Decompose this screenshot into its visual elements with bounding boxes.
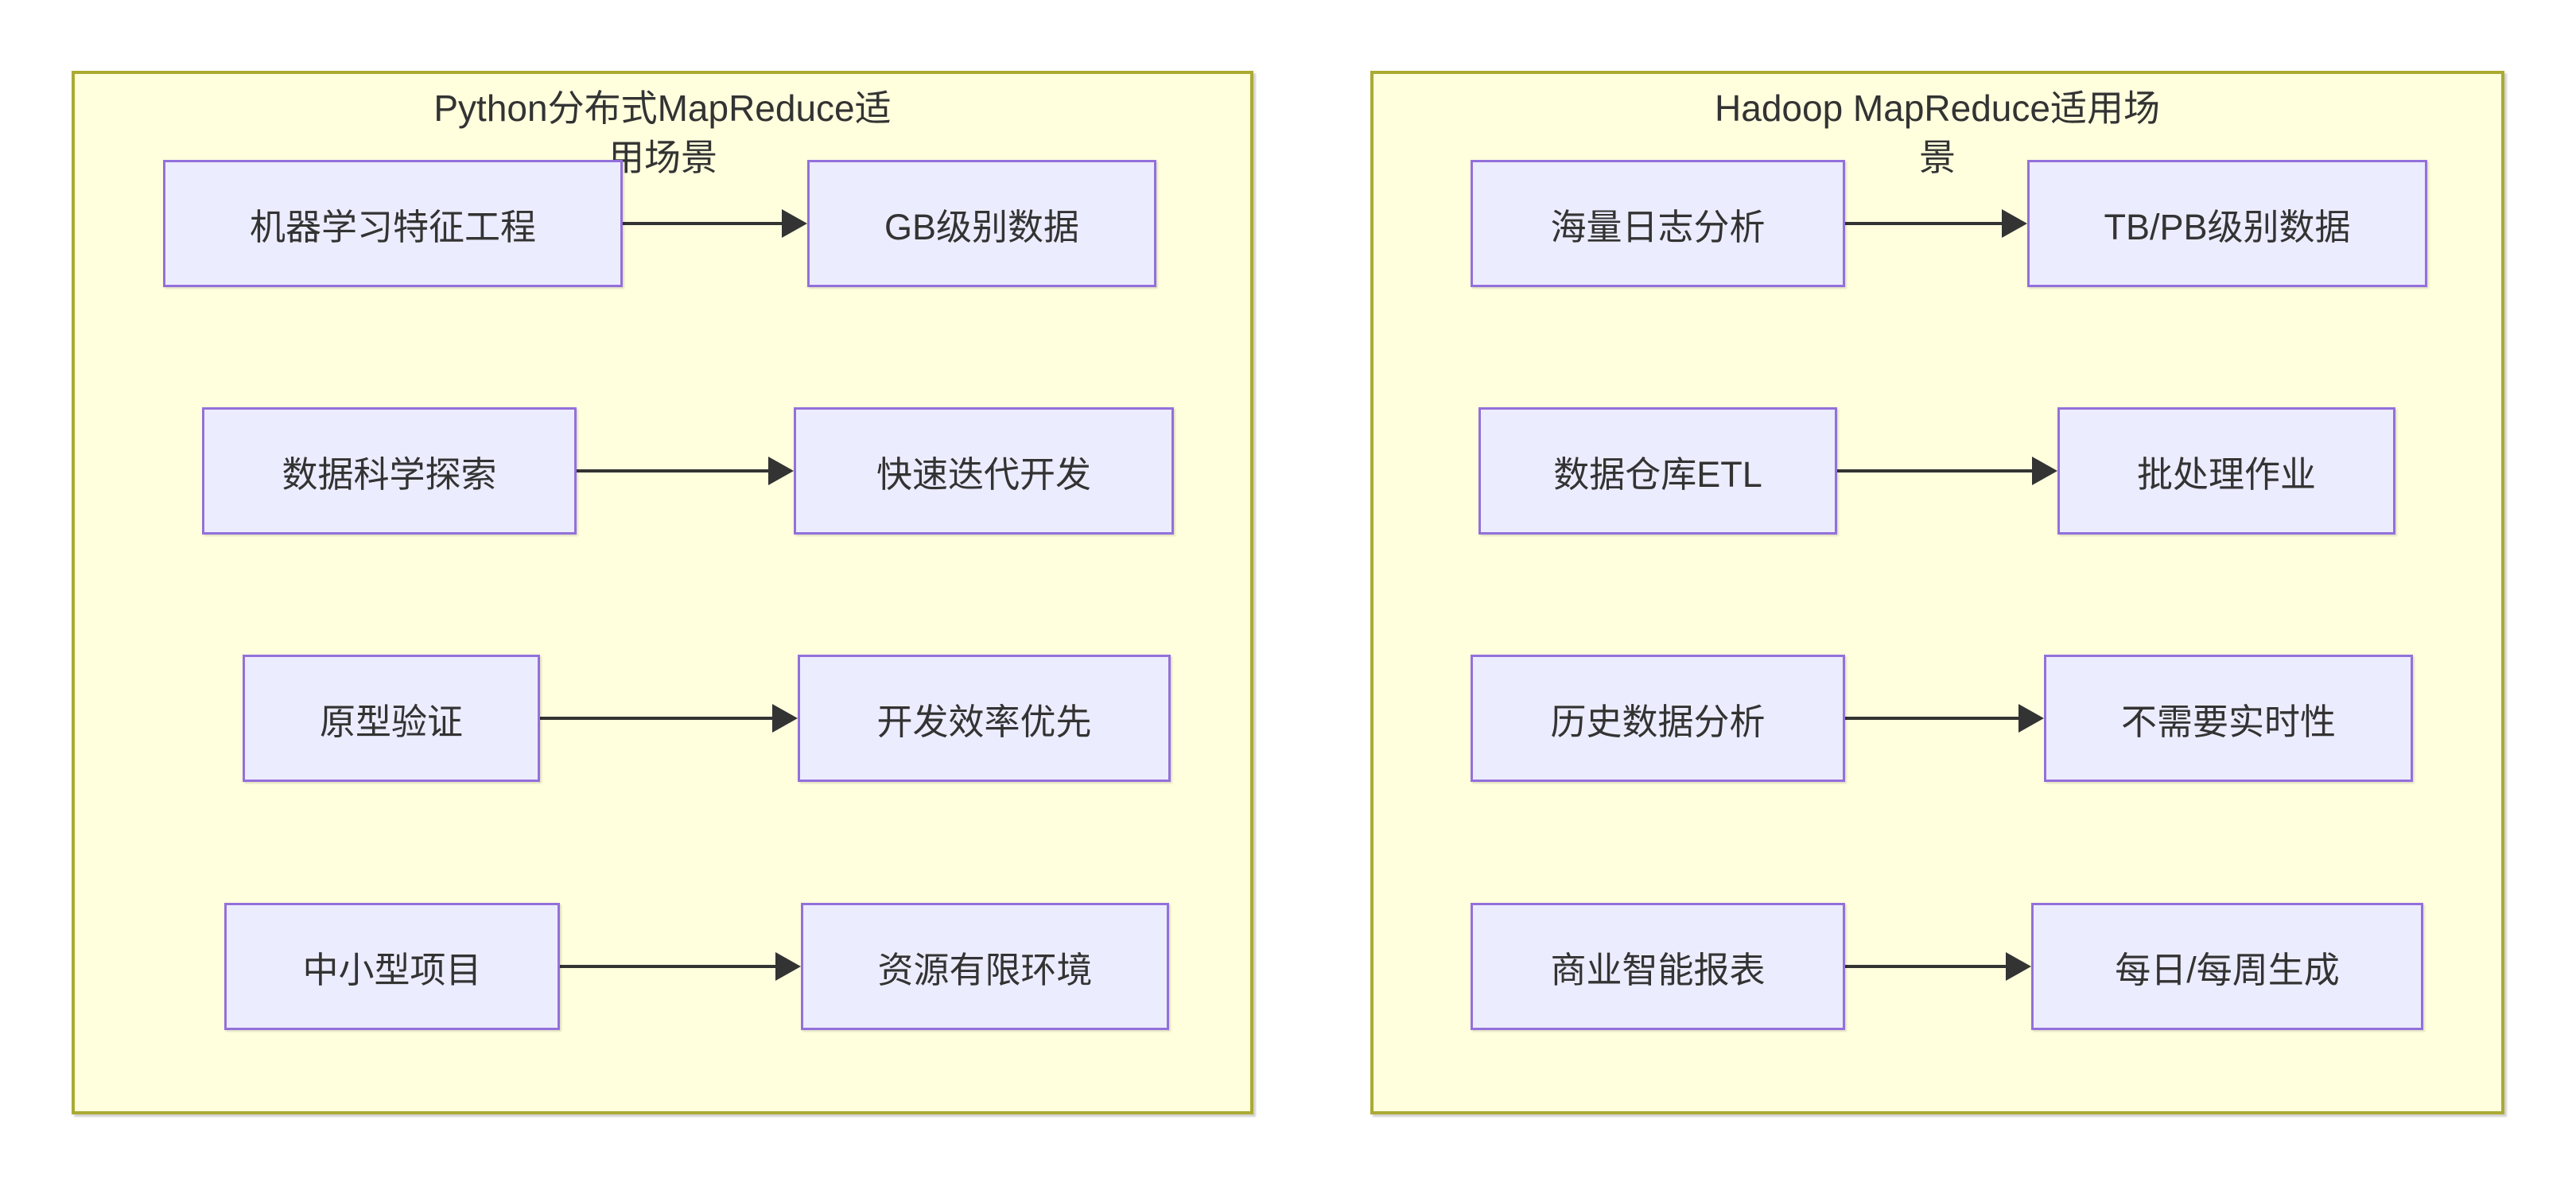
node-data-science-exploration: 数据科学探索 (202, 407, 577, 535)
arrow (623, 208, 807, 239)
node-ml-feature-engineering: 机器学习特征工程 (163, 160, 623, 287)
arrow-shaft (1845, 222, 2005, 225)
node-prototype-validation: 原型验证 (243, 655, 540, 782)
node-rapid-iteration-dev: 快速迭代开发 (794, 407, 1174, 535)
arrow-head-icon (2018, 704, 2044, 733)
node-limited-resources: 资源有限环境 (801, 903, 1169, 1030)
arrow-head-icon (2006, 952, 2031, 981)
subgraph-python-scenarios: Python分布式MapReduce适 用场景 机器学习特征工程 GB级别数据 … (72, 71, 1253, 1114)
arrow (560, 951, 801, 982)
arrow-head-icon (775, 952, 801, 981)
panel-title: Python分布式MapReduce适 用场景 (433, 87, 892, 178)
arrow-shaft (1845, 717, 2022, 720)
node-dev-efficiency-first: 开发效率优先 (798, 655, 1171, 782)
node-gb-scale-data: GB级别数据 (807, 160, 1156, 287)
arrow-head-icon (2032, 457, 2057, 485)
arrow (1845, 208, 2027, 239)
node-historical-data-analysis: 历史数据分析 (1471, 655, 1845, 782)
node-tb-pb-scale-data: TB/PB级别数据 (2027, 160, 2427, 287)
node-massive-log-analysis: 海量日志分析 (1471, 160, 1845, 287)
arrow-shaft (1837, 469, 2035, 472)
arrow-head-icon (772, 704, 798, 733)
arrow (540, 702, 798, 734)
arrow-shaft (540, 717, 775, 720)
arrow-head-icon (782, 209, 807, 238)
node-bi-reports: 商业智能报表 (1471, 903, 1845, 1030)
node-batch-jobs: 批处理作业 (2057, 407, 2395, 535)
node-data-warehouse-etl: 数据仓库ETL (1478, 407, 1837, 535)
arrow-shaft (1845, 965, 2009, 968)
node-small-medium-projects: 中小型项目 (224, 903, 560, 1030)
arrow-head-icon (2002, 209, 2027, 238)
arrow-shaft (577, 469, 771, 472)
subgraph-hadoop-scenarios: Hadoop MapReduce适用场 景 海量日志分析 TB/PB级别数据 数… (1370, 71, 2504, 1114)
arrow-head-icon (768, 457, 794, 485)
arrow (1845, 951, 2031, 982)
arrow (1845, 702, 2044, 734)
arrow (1837, 455, 2057, 487)
node-daily-weekly-generation: 每日/每周生成 (2031, 903, 2423, 1030)
arrow-shaft (560, 965, 779, 968)
node-no-realtime-needed: 不需要实时性 (2044, 655, 2413, 782)
arrow (577, 455, 794, 487)
arrow-shaft (623, 222, 785, 225)
panel-title: Hadoop MapReduce适用场 景 (1715, 87, 2160, 178)
